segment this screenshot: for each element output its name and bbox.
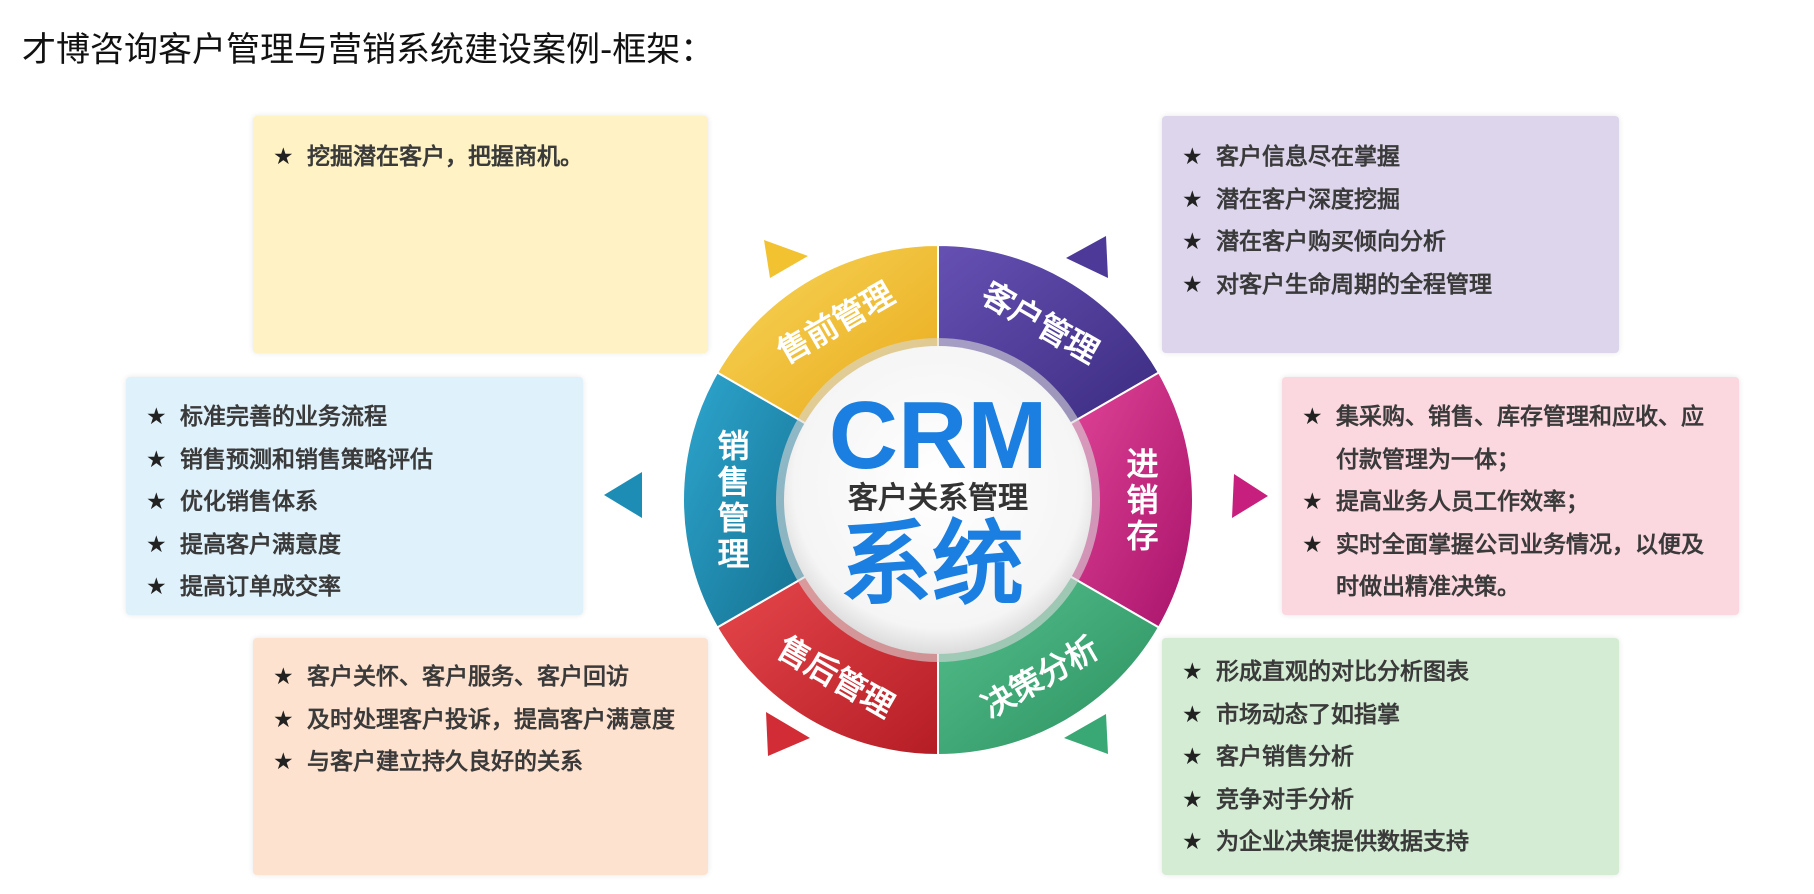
list-item: ★客户销售分析 xyxy=(1182,744,1354,770)
card-decision: ★形成直观的对比分析图表 ★市场动态了如指掌 ★客户销售分析 ★竞争对手分析 ★… xyxy=(1162,638,1619,875)
segment-label-inventory: 进销存 xyxy=(1126,445,1158,555)
list-item: ★形成直观的对比分析图表 xyxy=(1182,659,1469,685)
list-item: ★优化销售体系 xyxy=(146,489,318,515)
arrow-sales-icon xyxy=(604,472,642,518)
arrow-presales-icon xyxy=(764,240,808,278)
list-item: ★销售预测和销售策略评估 xyxy=(146,446,433,473)
list-item: ★集采购、销售、库存管理和应收、应付款管理为一体； xyxy=(1302,404,1704,473)
card-sales: ★标准完善的业务流程 ★销售预测和销售策略评估 ★优化销售体系 ★提高客户满意度… xyxy=(126,377,583,615)
list-item: ★对客户生命周期的全程管理 xyxy=(1182,271,1492,298)
list-item: ★提高业务人员工作效率； xyxy=(1302,489,1589,515)
list-item: ★市场动态了如指掌 xyxy=(1182,701,1400,728)
list-item: ★标准完善的业务流程 xyxy=(146,404,387,430)
list-item: ★客户信息尽在掌握 xyxy=(1182,144,1400,170)
arrow-decision-icon xyxy=(1064,714,1108,754)
inventory-list: ★集采购、销售、库存管理和应收、应付款管理为一体； ★提高业务人员工作效率； ★… xyxy=(1302,396,1721,609)
presales-list: ★挖掘潜在客户，把握商机。 xyxy=(273,136,708,179)
arrow-customer-icon xyxy=(1066,236,1108,278)
decision-list: ★形成直观的对比分析图表 ★市场动态了如指掌 ★客户销售分析 ★竞争对手分析 ★… xyxy=(1182,651,1619,864)
crm-subtitle: 客户关系管理 xyxy=(848,481,1028,516)
arrow-aftersales-icon xyxy=(766,712,810,756)
list-item: ★潜在客户深度挖掘 xyxy=(1182,186,1400,213)
card-customer: ★客户信息尽在掌握 ★潜在客户深度挖掘 ★潜在客户购买倾向分析 ★对客户生命周期… xyxy=(1162,116,1619,353)
list-item: ★潜在客户购买倾向分析 xyxy=(1182,229,1446,255)
customer-list: ★客户信息尽在掌握 ★潜在客户深度挖掘 ★潜在客户购买倾向分析 ★对客户生命周期… xyxy=(1182,136,1619,306)
card-aftersales: ★客户关怀、客户服务、客户回访 ★及时处理客户投诉，提高客户满意度 ★与客户建立… xyxy=(253,638,708,875)
arrow-inventory-icon xyxy=(1232,474,1268,518)
list-item: ★提高客户满意度 xyxy=(146,531,341,558)
list-item: ★为企业决策提供数据支持 xyxy=(1182,829,1469,855)
segment-label-sales: 销售管理 xyxy=(717,427,749,573)
wheel-center-disc xyxy=(784,346,1092,654)
list-item: ★挖掘潜在客户，把握商机。 xyxy=(273,144,583,170)
list-item: ★竞争对手分析 xyxy=(1182,786,1354,813)
crm-system-text: 系统 xyxy=(840,511,1024,618)
list-item: ★客户关怀、客户服务、客户回访 xyxy=(273,664,629,690)
sales-list: ★标准完善的业务流程 ★销售预测和销售策略评估 ★优化销售体系 ★提高客户满意度… xyxy=(146,396,583,609)
page-title: 才博咨询客户管理与营销系统建设案例-框架： xyxy=(22,30,715,70)
list-item: ★实时全面掌握公司业务情况，以便及时做出精准决策。 xyxy=(1302,531,1704,601)
card-presales: ★挖掘潜在客户，把握商机。 xyxy=(253,116,708,353)
crm-text: CRM xyxy=(829,382,1048,489)
list-item: ★与客户建立持久良好的关系 xyxy=(273,749,583,775)
card-inventory: ★集采购、销售、库存管理和应收、应付款管理为一体； ★提高业务人员工作效率； ★… xyxy=(1282,377,1739,615)
list-item: ★及时处理客户投诉，提高客户满意度 xyxy=(273,706,675,733)
list-item: ★提高订单成交率 xyxy=(146,574,341,600)
aftersales-list: ★客户关怀、客户服务、客户回访 ★及时处理客户投诉，提高客户满意度 ★与客户建立… xyxy=(273,656,708,784)
